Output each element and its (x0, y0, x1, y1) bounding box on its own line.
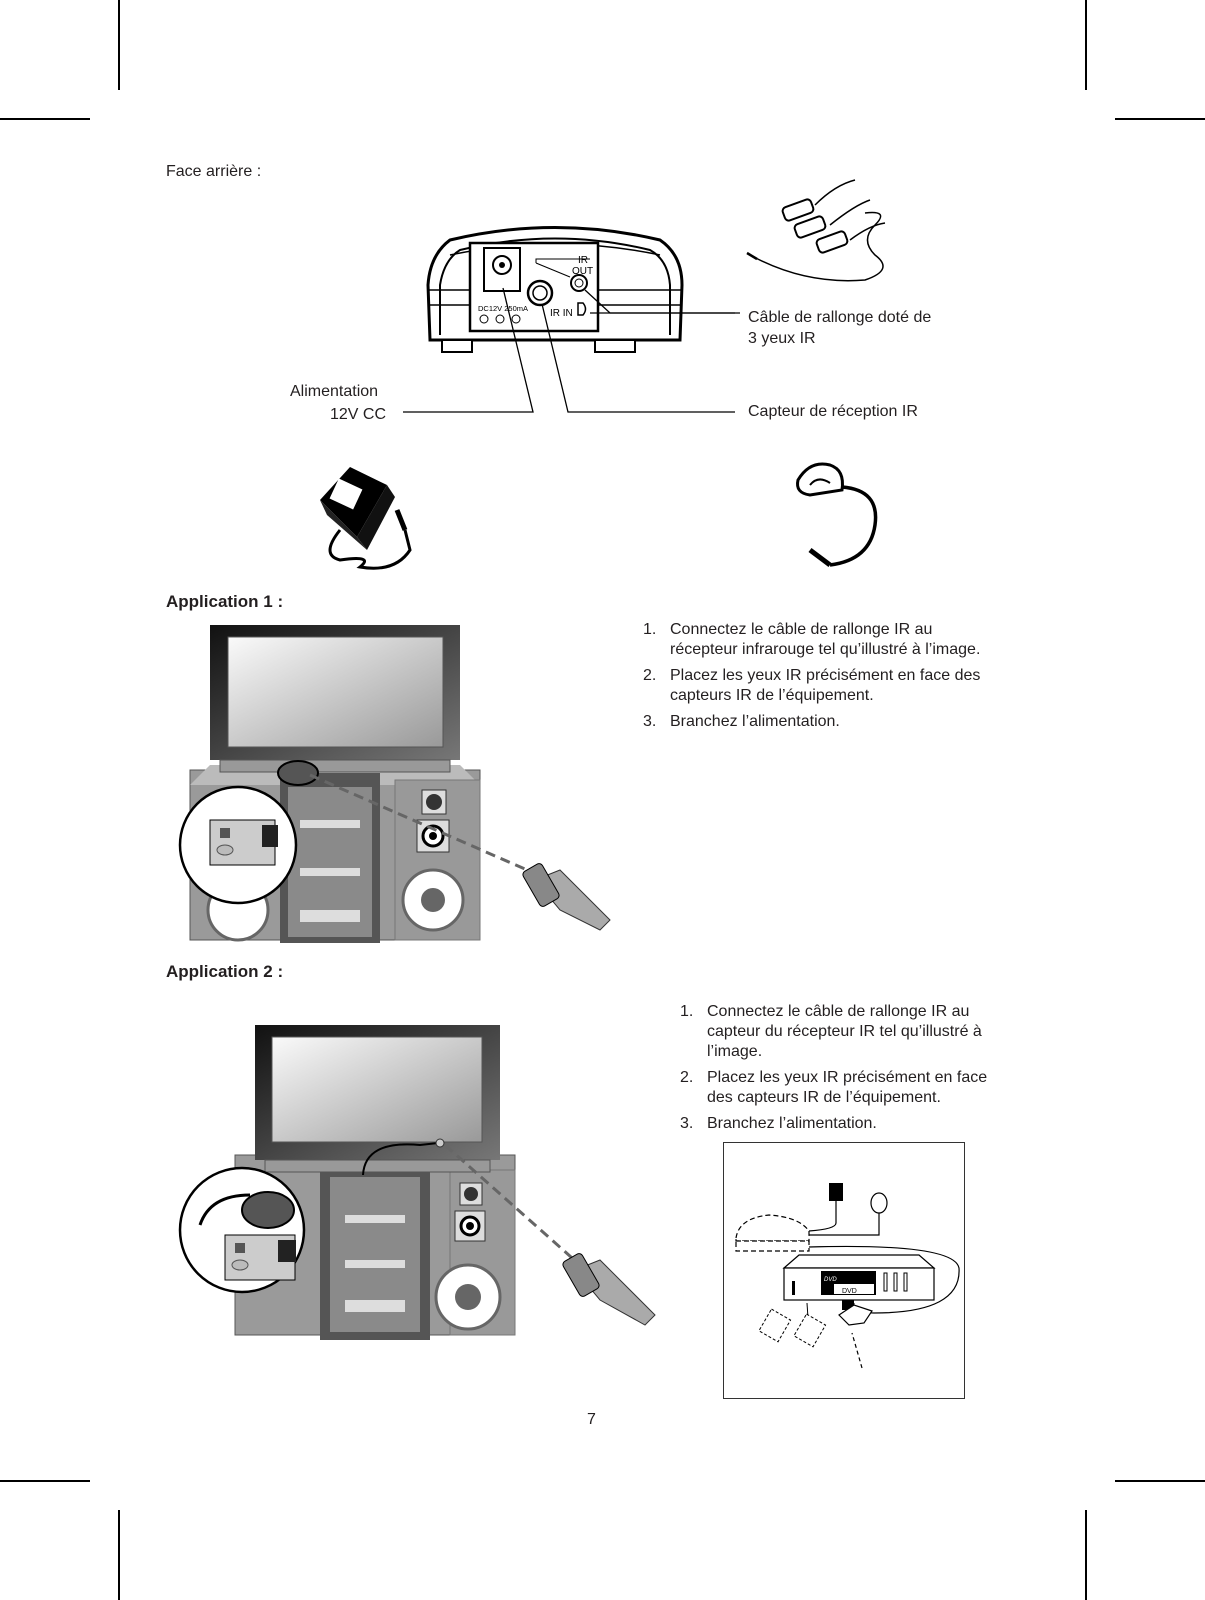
step-item: 3.Branchez l’alimentation. (643, 713, 840, 730)
dvd-logo: DVD (824, 1277, 837, 1283)
rear-device-illustration: IR OUT DC12V 250mA IR IN (426, 226, 740, 353)
power-label-line1: Alimentation (290, 383, 379, 400)
crop-mark (1085, 0, 1087, 90)
dc-rating-label: DC12V 250mA (478, 304, 528, 313)
dvd-setup-drawing: DVD DVD (735, 1183, 960, 1369)
ir-out-label-out: OUT (572, 266, 593, 277)
crop-mark (0, 118, 90, 120)
crop-mark (1115, 1480, 1205, 1482)
ir-out-label-ir: IR (578, 255, 588, 266)
power-label-line2: 12V CC (330, 406, 387, 423)
ir-sensor-label: Capteur de réception IR (748, 403, 918, 420)
ir-eyes-cable-illustration (746, 179, 886, 282)
ir-in-label: IR IN (550, 308, 573, 319)
rear-panel-heading: Face arrière : (166, 163, 262, 180)
step-item: 3.Branchez l’alimentation. (680, 1115, 877, 1132)
application1-illustration (178, 625, 611, 943)
crop-mark (118, 0, 120, 90)
dvd-setup-diagram: DVD DVD (723, 1142, 965, 1399)
callout-lines (403, 287, 735, 413)
crop-mark (0, 1480, 90, 1482)
extension-cable-label-line1: Câble de rallonge doté de (748, 309, 932, 326)
application2-illustration (178, 1025, 656, 1340)
application2-heading: Application 2 : (166, 962, 284, 981)
ir-sensor-illustration (796, 462, 878, 567)
dvd-text: DVD (842, 1288, 857, 1295)
application1-heading: Application 1 : (166, 592, 284, 611)
step-item: 2.Placez les yeux IR précisément en face… (680, 1069, 988, 1106)
step-item: 2.Placez les yeux IR précisément en face… (643, 667, 981, 704)
power-adapter-illustration (320, 467, 412, 570)
crop-mark (1085, 1510, 1087, 1600)
crop-mark (1115, 118, 1205, 120)
extension-cable-label-line2: 3 yeux IR (748, 330, 816, 347)
crop-mark (118, 1510, 120, 1600)
page-number: 7 (587, 1411, 596, 1428)
